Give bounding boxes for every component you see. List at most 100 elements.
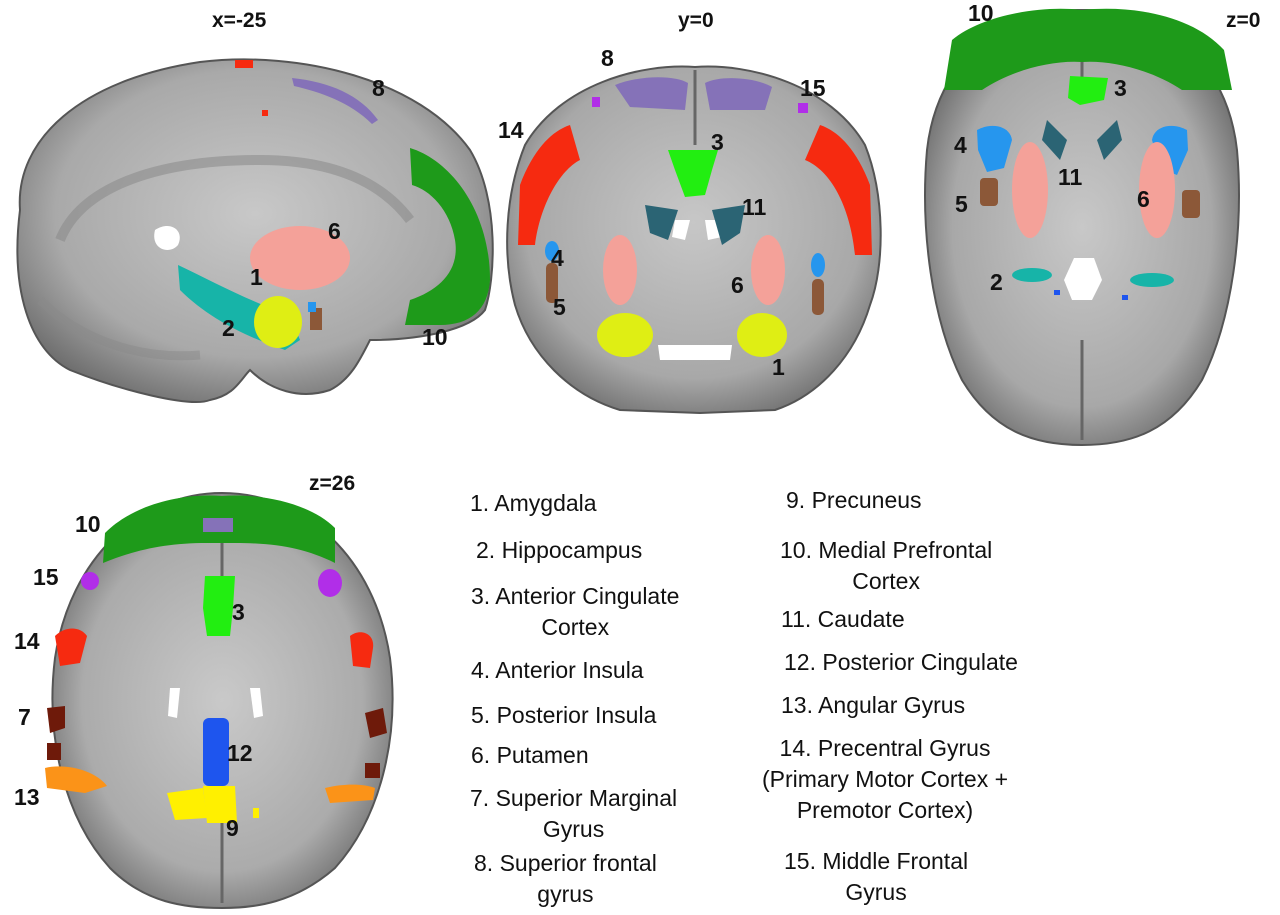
region-11-caudate <box>1042 120 1067 160</box>
legend-text: Gyrus <box>542 816 605 842</box>
region-5-posterior-insula <box>980 178 998 206</box>
legend-text: 10. Medial Prefrontal <box>780 537 993 563</box>
legend-item-posterior-insula: 5. Posterior Insula <box>471 700 656 731</box>
region-8-superior-frontal <box>292 78 378 124</box>
region-number-label: 11 <box>1058 164 1083 190</box>
legend-item-precuneus: 9. Precuneus <box>786 485 922 516</box>
legend-item-precentral: 14. Precentral Gyrus (Primary Motor Cort… <box>762 733 1008 826</box>
legend-text: 9. Precuneus <box>786 487 922 513</box>
region-number-label: 15 <box>33 564 59 590</box>
region-number-label: 8 <box>601 45 614 71</box>
region-number-label: 6 <box>1137 186 1150 212</box>
region-12-posterior-cingulate <box>203 718 229 786</box>
region-number-label: 5 <box>955 191 968 217</box>
region-number-label: 1 <box>772 354 785 380</box>
region-number-label: 9 <box>226 815 239 841</box>
legend-text: 12. Posterior Cingulate <box>784 649 1018 675</box>
region-number-label: 8 <box>372 75 385 101</box>
region-10-medial-prefrontal <box>944 8 1232 90</box>
region-11-caudate <box>645 205 678 240</box>
coronal-brain-slice <box>506 65 882 415</box>
region-4-anterior-insula <box>545 241 559 261</box>
legend-text: 3. Anterior Cingulate <box>471 583 680 609</box>
legend-text: (Primary Motor Cortex + <box>762 766 1009 792</box>
region-2-hippocampus <box>1012 268 1052 282</box>
legend-text: gyrus <box>537 881 594 907</box>
region-number-label: 13 <box>14 784 40 810</box>
region-number-label: 14 <box>498 117 524 143</box>
axial-high-brain-slice <box>45 491 394 910</box>
sagittal-brain-outline <box>16 58 494 403</box>
region-13-angular <box>45 766 107 793</box>
region-number-label: 11 <box>742 194 767 220</box>
region-number-label: 10 <box>422 324 448 350</box>
legend-text: 15. Middle Frontal <box>784 848 969 874</box>
legend-item-amygdala: 1. Amygdala <box>470 488 597 519</box>
legend-text: 4. Anterior Insula <box>471 657 644 683</box>
legend-text: 13. Angular Gyrus <box>781 692 966 718</box>
legend-item-posterior-cingulate: 12. Posterior Cingulate <box>784 647 1018 678</box>
region-3-anterior-cingulate <box>1068 76 1108 105</box>
region-3-anterior-cingulate <box>203 576 235 636</box>
region-4-anterior-insula <box>977 125 1012 172</box>
legend-item-angular: 13. Angular Gyrus <box>781 690 965 721</box>
legend-text: Cortex <box>541 614 610 640</box>
legend-item-hippocampus: 2. Hippocampus <box>476 535 642 566</box>
axial-high-coordinate-label: z=26 <box>309 472 356 495</box>
legend-text: 7. Superior Marginal <box>470 785 678 811</box>
region-6-putamen <box>1012 142 1048 238</box>
region-1-amygdala <box>597 313 653 357</box>
legend-text: 6. Putamen <box>471 742 589 768</box>
region-number-label: 3 <box>1114 75 1127 101</box>
legend-text: 14. Precentral Gyrus <box>779 735 991 761</box>
legend-text: 5. Posterior Insula <box>471 702 657 728</box>
region-number-label: 5 <box>553 294 566 320</box>
region-6-putamen <box>250 226 350 290</box>
region-number-label: 6 <box>731 272 744 298</box>
legend-text: Gyrus <box>845 879 907 905</box>
region-number-label: 1 <box>250 264 263 290</box>
legend-text: 8. Superior frontal <box>474 850 657 876</box>
region-number-label: 10 <box>75 511 101 537</box>
legend-text: Cortex <box>852 568 920 594</box>
region-9-precuneus <box>167 788 207 820</box>
region-10-medial-prefrontal <box>405 148 490 325</box>
region-number-label: 10 <box>968 0 994 26</box>
region-number-label: 3 <box>711 129 724 155</box>
axial-low-brain-slice <box>924 8 1240 447</box>
region-number-label: 14 <box>14 628 40 654</box>
region-number-label: 12 <box>227 740 253 766</box>
coronal-coordinate-label: y=0 <box>678 9 714 32</box>
region-14-precentral <box>55 628 87 666</box>
region-15-middle-frontal <box>81 572 99 590</box>
region-14-precentral <box>518 125 580 245</box>
sagittal-coordinate-label: x=-25 <box>212 9 267 32</box>
legend-item-superior-frontal: 8. Superior frontal gyrus <box>474 848 657 910</box>
legend-item-anterior-insula: 4. Anterior Insula <box>471 655 644 686</box>
legend-text: 1. Amygdala <box>470 490 597 516</box>
region-3-anterior-cingulate <box>668 150 718 197</box>
region-number-label: 2 <box>990 269 1003 295</box>
region-number-label: 15 <box>800 75 826 101</box>
legend-item-anterior-cingulate: 3. Anterior Cingulate Cortex <box>471 581 679 643</box>
region-number-label: 3 <box>232 599 245 625</box>
legend-item-middle-frontal: 15. Middle Frontal Gyrus <box>784 846 968 908</box>
region-15-middle-frontal <box>592 97 600 107</box>
sagittal-brain-slice <box>16 58 494 403</box>
legend-item-medial-prefrontal: 10. Medial Prefrontal Cortex <box>780 535 992 597</box>
legend-text: 11. Caudate <box>781 606 905 632</box>
axial-low-brain-outline <box>924 8 1240 447</box>
region-number-label: 6 <box>328 218 341 244</box>
region-5-posterior-insula <box>546 263 558 303</box>
region-14-fragment <box>235 60 253 68</box>
axial-low-coordinate-label: z=0 <box>1226 9 1261 32</box>
legend-item-superior-marginal: 7. Superior Marginal Gyrus <box>470 783 677 845</box>
region-7-superior-marginal <box>47 706 65 733</box>
region-number-label: 7 <box>18 704 31 730</box>
region-8-superior-frontal <box>615 77 688 110</box>
legend-text: Premotor Cortex) <box>796 797 974 823</box>
region-number-label: 2 <box>222 315 235 341</box>
legend-text: 2. Hippocampus <box>476 537 643 563</box>
legend-item-putamen: 6. Putamen <box>471 740 589 771</box>
region-number-label: 4 <box>551 245 564 271</box>
